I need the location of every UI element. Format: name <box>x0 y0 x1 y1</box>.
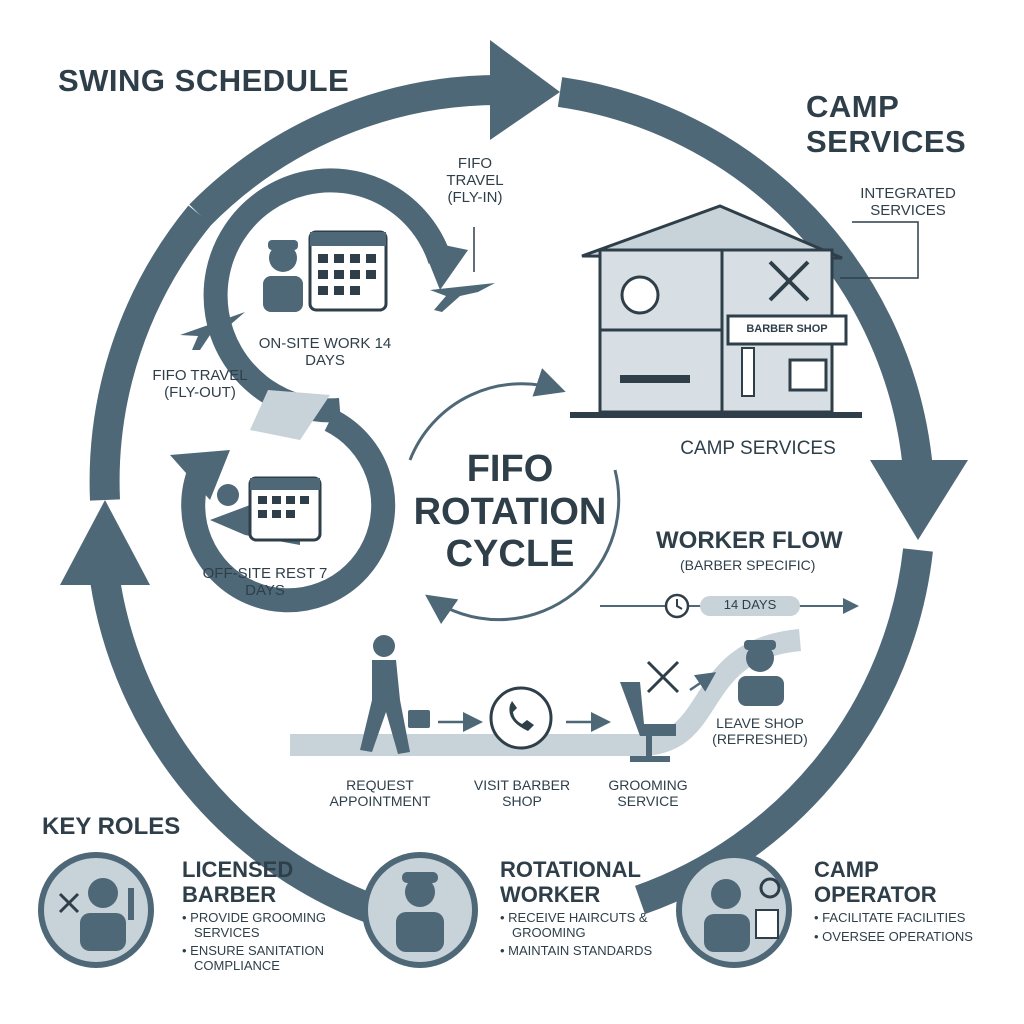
role-bullet: PROVIDE GROOMING SERVICES <box>182 910 352 940</box>
barber-icon <box>38 852 154 968</box>
center-title-line: FIFO <box>466 448 554 490</box>
flow-step-visit: VISIT BARBER SHOP <box>473 777 571 809</box>
role-camp-operator: CAMP OPERATOR FACILITATE FACILITIES OVER… <box>814 857 1004 945</box>
center-title-line: CYCLE <box>445 533 575 576</box>
duration-badge: 14 DAYS <box>723 597 777 612</box>
role-title: ROTATIONAL WORKER <box>500 857 641 907</box>
fly-in-label: FIFO TRAVEL (FLY-IN) <box>446 155 504 206</box>
calendar-icon <box>308 230 388 312</box>
airplane-icon <box>430 283 495 312</box>
flow-step-leave: LEAVE SHOP (REFRESHED) <box>712 715 808 747</box>
flow-step-grooming: GROOMING SERVICE <box>608 777 688 809</box>
swing-schedule-loops <box>170 168 468 613</box>
role-bullet: FACILITATE FACILITIES <box>814 911 1004 926</box>
role-bullet: MAINTAIN STANDARDS <box>500 944 670 959</box>
fly-out-label: FIFO TRAVEL (FLY-OUT) <box>152 367 248 401</box>
walking-worker-icon <box>360 635 430 754</box>
barber-chair-icon <box>620 682 676 762</box>
center-title-line: ROTATION <box>413 490 607 533</box>
worker-icon <box>738 640 784 706</box>
center-title: FIFO ROTATION CYCLE <box>400 448 620 576</box>
role-bullet: ENSURE SANITATION COMPLIANCE <box>182 944 352 973</box>
role-bullet: OVERSEE OPERATIONS <box>814 929 1004 945</box>
worker-flow-title: WORKER FLOW <box>656 527 843 554</box>
role-bullet: RECEIVE HAIRCUTS & GROOMING <box>500 910 670 940</box>
phone-icon <box>489 686 553 750</box>
airplane-icon <box>180 312 245 350</box>
calendar-icon <box>248 476 322 542</box>
flow-step-request: REQUEST APPOINTMENT <box>329 777 431 809</box>
role-rotational-worker: ROTATIONAL WORKER RECEIVE HAIRCUTS & GRO… <box>500 857 670 959</box>
integrated-services-label: INTEGRATED SERVICES <box>860 185 956 219</box>
camp-services-label: CAMP SERVICES <box>680 438 836 459</box>
key-roles-heading: KEY ROLES <box>42 813 181 840</box>
role-licensed-barber: LICENSED BARBER PROVIDE GROOMING SERVICE… <box>182 857 352 973</box>
clock-icon <box>664 593 690 619</box>
outer-cycle-arrows <box>60 40 968 927</box>
role-title: LICENSED BARBER <box>182 857 294 907</box>
worker-icon <box>362 852 478 968</box>
operator-icon <box>676 852 792 968</box>
barber-shop-sign: BARBER SHOP <box>746 323 828 335</box>
role-title: CAMP OPERATOR <box>814 857 937 907</box>
swing-schedule-heading: SWING SCHEDULE <box>58 63 350 98</box>
scissors-icon <box>768 260 810 302</box>
offsite-rest-label: OFF-SITE REST 7 DAYS <box>202 565 328 599</box>
scissors-icon <box>646 660 680 694</box>
worker-flow-subtitle: (BARBER SPECIFIC) <box>680 557 816 573</box>
center-cycle-arrows <box>408 368 621 625</box>
camp-services-heading: CAMP SERVICES <box>806 89 967 159</box>
onsite-work-label: ON-SITE WORK 14 DAYS <box>258 335 392 369</box>
worker-icon <box>263 240 303 312</box>
